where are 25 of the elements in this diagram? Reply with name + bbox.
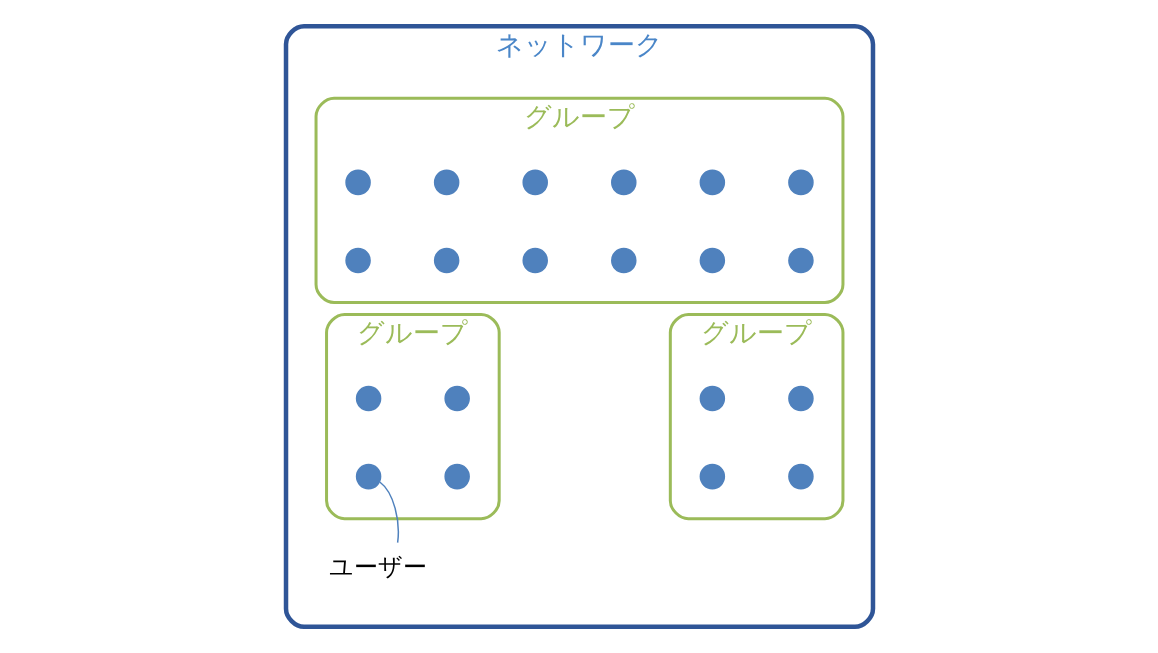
node-circle (443, 463, 470, 490)
node-circle (699, 385, 725, 412)
node-circle (344, 247, 371, 274)
node-circle (787, 247, 814, 274)
connector (378, 481, 399, 544)
node-circle (787, 385, 814, 412)
cluster: グループ (314, 96, 844, 304)
cluster: グループ (324, 313, 501, 521)
node-circle (433, 247, 459, 274)
cluster: グループ (668, 313, 844, 521)
node-circle (521, 247, 548, 274)
node-circle (433, 169, 459, 196)
node-circle (699, 247, 725, 274)
node-text: ユーザー (328, 553, 427, 582)
node-circle (355, 463, 381, 490)
node-circle (344, 169, 371, 196)
node-circle (355, 385, 381, 412)
node-circle (787, 463, 814, 490)
node-circle (699, 169, 725, 196)
node-circle (443, 385, 470, 412)
node-circle (787, 169, 814, 196)
node-circle (521, 169, 548, 196)
node-circle (610, 169, 637, 196)
node-circle (699, 463, 725, 490)
node-circle (610, 247, 637, 274)
